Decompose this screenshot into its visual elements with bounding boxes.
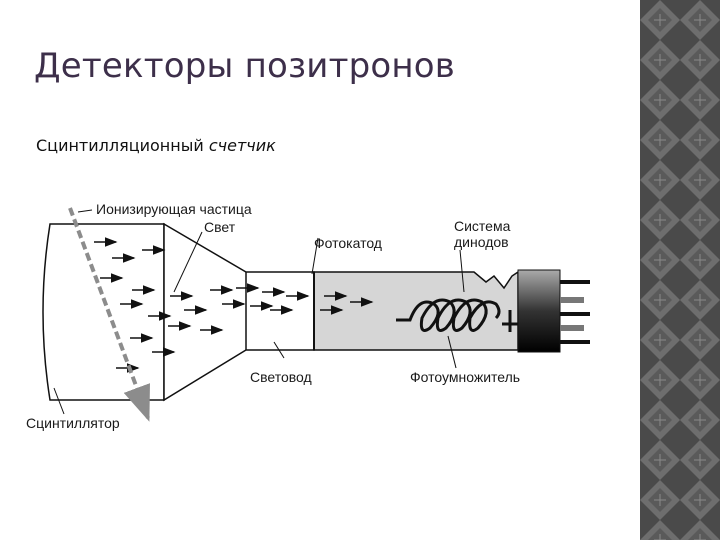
label-scintillator: Сцинтиллятор	[26, 415, 120, 431]
dynode-chain	[396, 298, 501, 332]
particle-track	[68, 207, 150, 422]
label-photocathode: Фотокатод	[314, 235, 382, 251]
label-dynode-system-1: Система	[454, 218, 511, 234]
label-light-guide: Световод	[250, 369, 312, 385]
label-light: Свет	[204, 219, 236, 235]
slide-subtitle: Сцинтилляционный счетчик	[36, 136, 276, 155]
label-ionizing-particle: Ионизирующая частица	[96, 201, 252, 217]
tube-base	[517, 269, 561, 353]
label-dynode-system-2: динодов	[454, 234, 509, 250]
subtitle-text: Сцинтилляционный	[36, 136, 209, 155]
decorative-sidebar-pattern	[640, 0, 720, 540]
scintillator-crystal	[42, 223, 165, 401]
label-photomultiplier: Фотоумножитель	[410, 369, 520, 385]
scintillation-counter-diagram: Ионизирующая частица Свет Фотокатод Сист…	[26, 201, 590, 431]
slide-title: Детекторы позитронов	[34, 46, 456, 86]
subtitle-emphasis: счетчик	[208, 136, 276, 155]
